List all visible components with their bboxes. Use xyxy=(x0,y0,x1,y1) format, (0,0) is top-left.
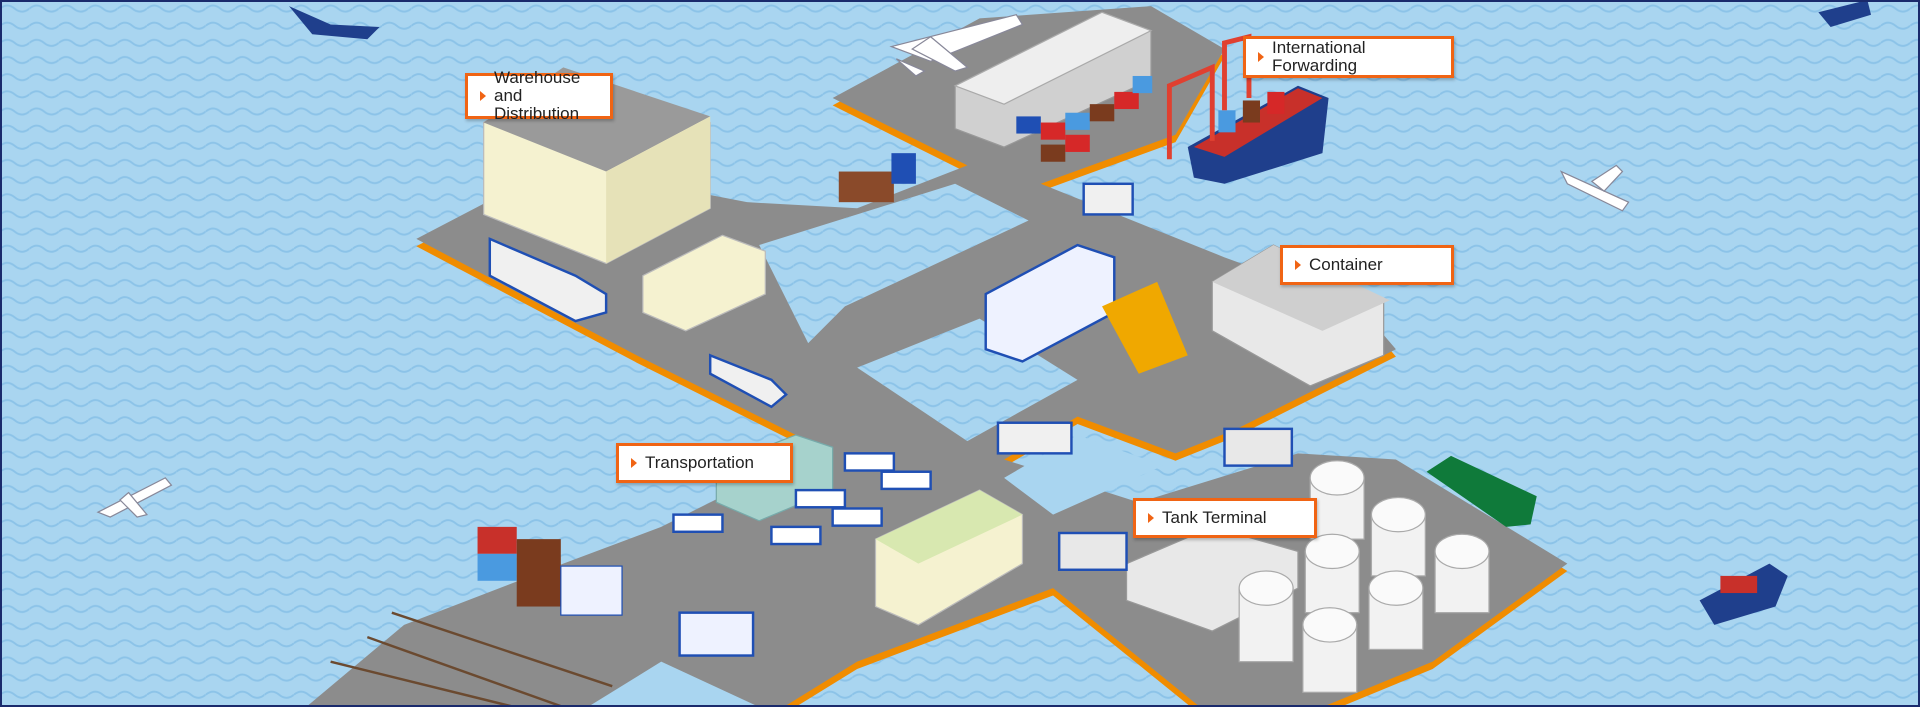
tank-terminal xyxy=(1125,460,1490,693)
container-stacks xyxy=(477,75,1153,616)
container-ship xyxy=(1166,33,1329,184)
arrow-right-icon xyxy=(1258,52,1264,62)
rail-tracks xyxy=(330,611,613,707)
arrow-right-icon xyxy=(1295,260,1301,270)
international-forwarding-label[interactable]: International Forwarding xyxy=(1243,36,1454,78)
arrow-right-icon xyxy=(1148,513,1154,523)
warehouse-distribution-label[interactable]: Warehouse and Distribution xyxy=(465,69,613,123)
transportation-label[interactable]: Transportation xyxy=(616,443,793,483)
iso-tank-containers xyxy=(984,243,1390,387)
ships xyxy=(288,0,1872,625)
tank-terminal-label[interactable]: Tank Terminal xyxy=(1133,498,1317,538)
arrow-right-icon xyxy=(631,458,637,468)
container-label[interactable]: Container xyxy=(1280,245,1454,285)
airplanes xyxy=(96,13,1630,518)
trucks xyxy=(488,153,1294,657)
arrow-right-icon xyxy=(480,91,486,101)
